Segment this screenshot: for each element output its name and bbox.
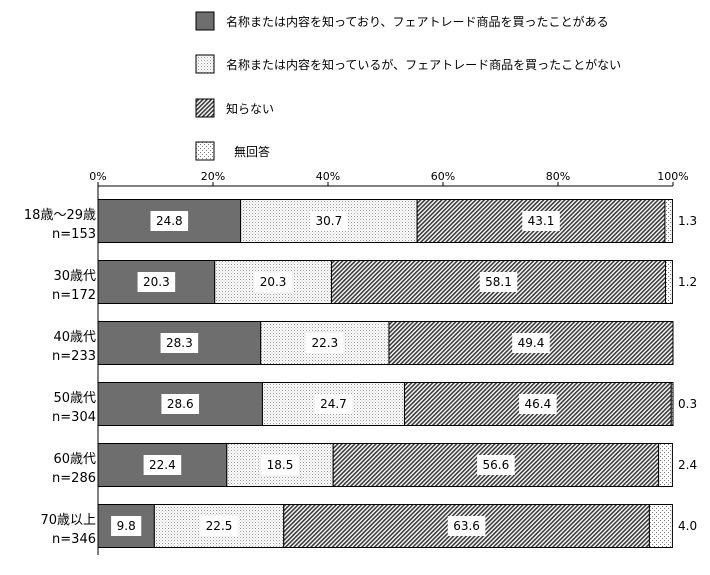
bar-segment (665, 260, 673, 304)
data-label-bg (261, 455, 299, 475)
x-tick-label: 40% (316, 170, 340, 183)
data-label: 20.3 (143, 275, 170, 289)
legend-label-4: 無回答 (234, 144, 270, 159)
legend-swatch-1 (195, 11, 215, 31)
category-label: 30歳代 (53, 269, 96, 284)
data-label-bg (150, 211, 189, 231)
category-count: n=233 (52, 349, 96, 364)
category-count: n=346 (52, 532, 96, 547)
bar-segment (658, 443, 673, 487)
legend-label-3: 知らない (226, 102, 274, 116)
category-count: n=153 (52, 227, 96, 242)
data-label-bg (306, 333, 344, 353)
data-label: 0.3 (678, 397, 697, 411)
legend: 名称または内容を知っており、フェアトレード商品を買ったことがある名称または内容を… (195, 11, 621, 161)
legend-swatch-2 (195, 54, 215, 74)
data-label: 9.8 (117, 519, 136, 533)
data-label: 28.3 (166, 336, 193, 350)
data-label: 46.4 (525, 397, 552, 411)
data-label: 2.4 (678, 458, 697, 472)
bar-segment (664, 199, 673, 243)
x-tick-label: 80% (546, 170, 570, 183)
data-label-bg (519, 394, 557, 414)
x-tick-label: 100% (657, 170, 688, 183)
data-label: 1.2 (678, 275, 697, 289)
category-label: 18歳～29歳 (24, 208, 96, 223)
data-label-bg (111, 516, 142, 536)
x-tick-label: 20% (201, 170, 225, 183)
bars: 24.8 30.7 43.1 1.3 20.3 20.3 58.1 1.2 28.3 22.3 49… (97, 199, 697, 548)
x-tick-label: 0% (89, 170, 106, 183)
data-label-bg (522, 211, 560, 231)
data-label: 22.4 (149, 458, 176, 472)
data-label: 22.3 (311, 336, 338, 350)
data-label-bg (477, 455, 515, 475)
x-tick-label: 60% (431, 170, 455, 183)
category-label: 40歳代 (53, 330, 96, 345)
data-label: 1.3 (678, 214, 697, 228)
data-label: 22.5 (206, 519, 233, 533)
data-label: 56.6 (483, 458, 510, 472)
data-label-bg (160, 333, 199, 353)
data-label: 43.1 (528, 214, 555, 228)
x-axis: 0% 20% 40% 60% 80% 100% (89, 170, 689, 555)
data-label-bg (143, 455, 182, 475)
data-label-bg (137, 272, 176, 292)
data-label-bg (314, 394, 353, 414)
legend-label-2: 名称または内容を知っているが、フェアトレード商品を買ったことがない (226, 57, 621, 72)
data-label: 24.7 (320, 397, 347, 411)
category-label: 70歳以上 (40, 513, 96, 528)
category-count: n=286 (52, 471, 96, 486)
data-label: 58.1 (485, 275, 512, 289)
data-label-bg (479, 272, 518, 292)
data-label-bg (200, 516, 238, 536)
data-label: 4.0 (678, 519, 697, 533)
data-label-bg (512, 333, 550, 353)
data-label-bg (310, 211, 348, 231)
data-label: 20.3 (260, 275, 287, 289)
bar-segment (388, 321, 674, 365)
data-label-bg (161, 394, 200, 414)
data-label: 18.5 (267, 458, 294, 472)
data-label: 24.8 (156, 214, 183, 228)
data-label: 49.4 (518, 336, 545, 350)
data-label: 28.6 (167, 397, 194, 411)
data-label: 30.7 (316, 214, 343, 228)
bar-segment (648, 504, 673, 548)
category-label: 50歳代 (53, 391, 96, 406)
category-count: n=172 (52, 288, 96, 303)
legend-swatch-4 (195, 141, 215, 161)
legend-label-1: 名称または内容を知っており、フェアトレード商品を買ったことがある (226, 14, 609, 29)
data-label-bg (447, 516, 486, 536)
category-labels: 18歳～29歳 n=153 30歳代 n=172 40歳代 n=233 50歳代 n=304 6… (24, 208, 96, 547)
category-label: 60歳代 (53, 452, 96, 467)
category-count: n=304 (52, 410, 96, 425)
bar-segment (670, 382, 674, 426)
legend-swatch-3 (195, 98, 215, 118)
data-label: 63.6 (453, 519, 480, 533)
data-label-bg (254, 272, 292, 292)
